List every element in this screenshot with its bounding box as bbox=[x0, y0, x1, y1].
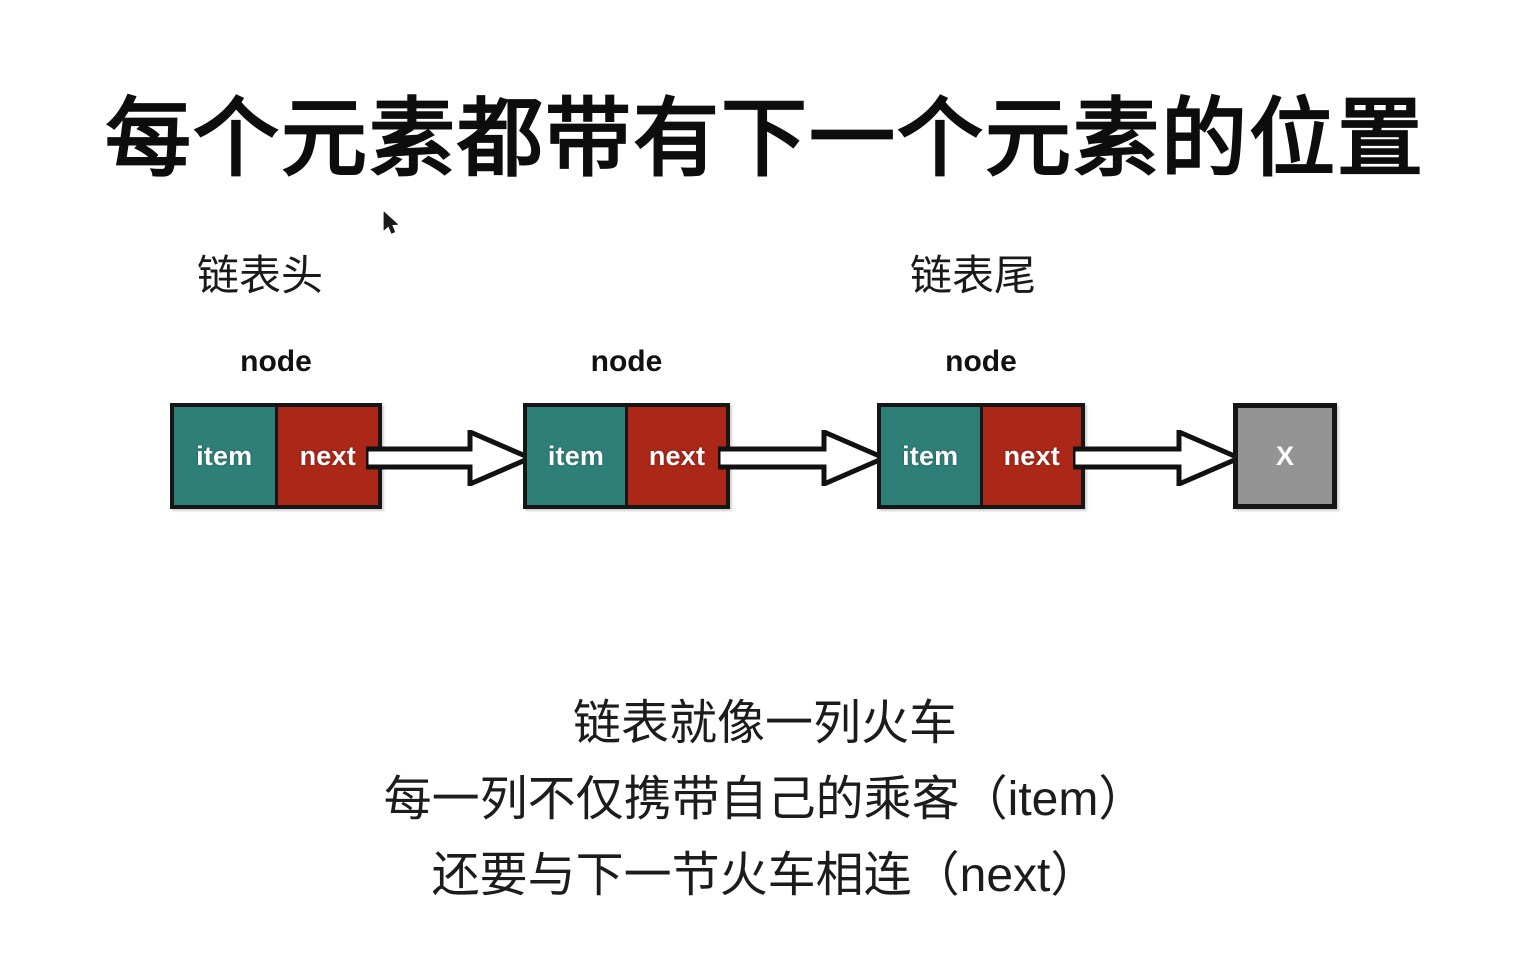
list-tail-caption: 链表尾 bbox=[910, 252, 1037, 299]
caption-line-3: 还要与下一节火车相连（next） bbox=[431, 849, 1099, 902]
list-node-1[interactable]: node item next bbox=[170, 347, 382, 509]
next-pointer-arrow-icon bbox=[718, 430, 886, 486]
node-label: node bbox=[945, 345, 1017, 378]
mouse-pointer-icon bbox=[383, 211, 401, 237]
list-node-2[interactable]: node item next bbox=[523, 347, 730, 509]
node-next-cell: next bbox=[979, 407, 1081, 505]
node-label: node bbox=[240, 345, 312, 378]
caption-line-2: 每一列不仅携带自己的乘客（item） bbox=[383, 773, 1147, 826]
caption-line-1: 链表就像一列火车 bbox=[572, 697, 957, 750]
node-next-cell: next bbox=[274, 407, 378, 505]
list-head-caption: 链表头 bbox=[197, 252, 324, 299]
caption-block: 链表就像一列火车 每一列不仅携带自己的乘客（item） 还要与下一节火车相连（n… bbox=[0, 686, 1530, 914]
page-title: 每个元素都带有下一个元素的位置 bbox=[105, 90, 1425, 187]
node-item-cell: item bbox=[174, 407, 275, 505]
node-next-cell: next bbox=[625, 407, 726, 505]
node-item-cell: item bbox=[527, 407, 625, 505]
list-node-3[interactable]: node item next bbox=[877, 347, 1085, 509]
next-pointer-arrow-icon bbox=[1073, 430, 1241, 486]
node-box: item next bbox=[523, 403, 730, 509]
null-terminator-box: X bbox=[1233, 403, 1337, 509]
node-box: item next bbox=[877, 403, 1085, 509]
node-label: node bbox=[590, 345, 663, 378]
node-item-cell: item bbox=[881, 407, 980, 505]
node-box: item next bbox=[170, 403, 382, 509]
next-pointer-arrow-icon bbox=[366, 430, 532, 486]
